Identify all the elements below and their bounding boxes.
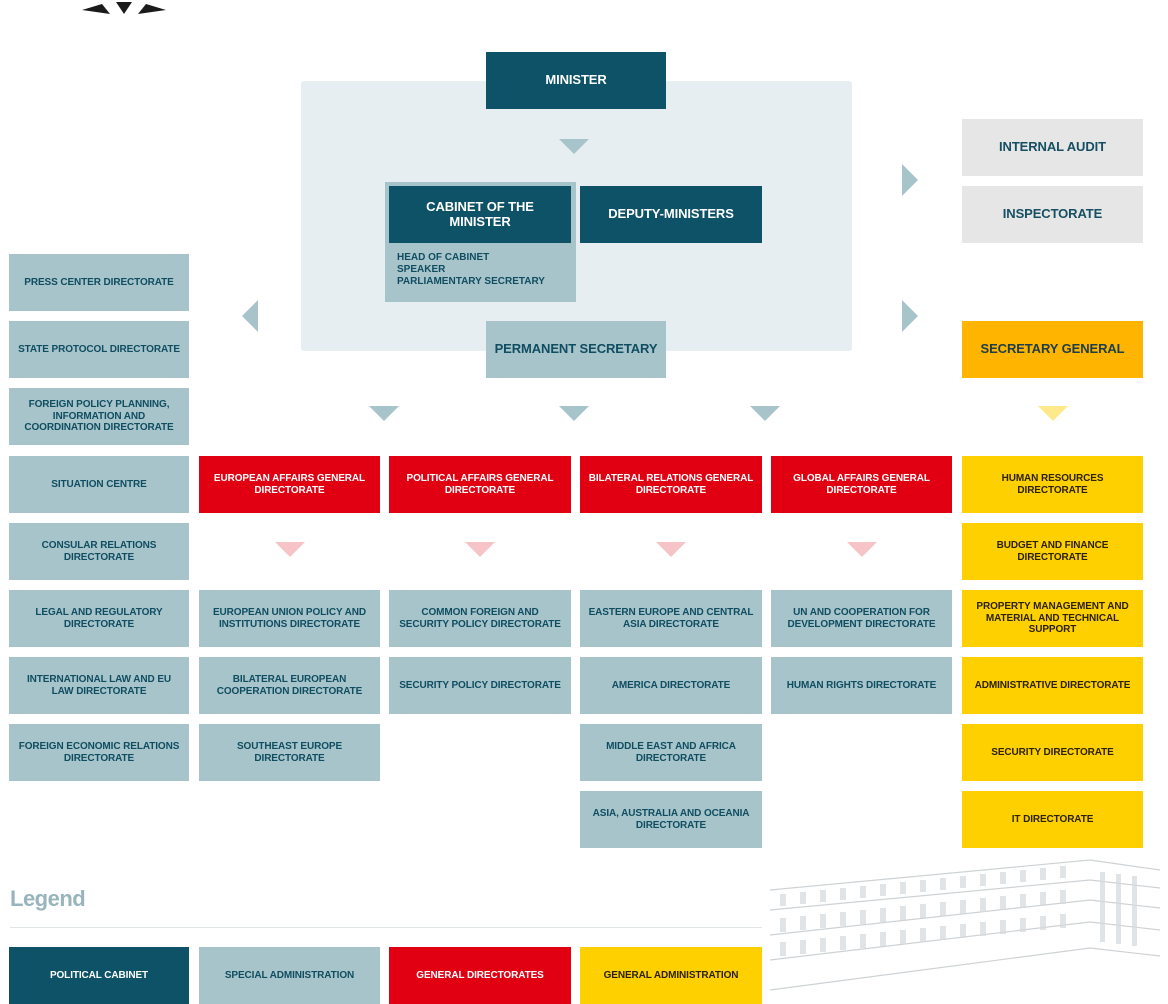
foreign-economic-relations-directorate[interactable]: FOREIGN ECONOMIC RELATIONS DIRECTORATE [9,724,189,781]
deputy-ministers-box[interactable]: DEPUTY-MINISTERS [580,186,762,243]
international-law-directorate[interactable]: INTERNATIONAL LAW AND EU LAW DIRECTORATE [9,657,189,714]
arrow-down-icon [559,139,589,154]
arrow-down-icon [847,542,877,557]
common-foreign-security-policy-directorate[interactable]: COMMON FOREIGN AND SECURITY POLICY DIREC… [389,590,571,647]
legend-title: Legend [10,886,86,911]
arrow-down-icon [750,406,780,421]
situation-centre[interactable]: SITUATION CENTRE [9,456,189,513]
human-rights-directorate[interactable]: HUMAN RIGHTS DIRECTORATE [771,657,952,714]
arrow-down-icon [656,542,686,557]
arrow-down-icon [465,542,495,557]
security-directorate[interactable]: SECURITY DIRECTORATE [962,724,1143,781]
legend-special-administration: SPECIAL ADMINISTRATION [199,947,380,1004]
southeast-europe-directorate[interactable]: SOUTHEAST EUROPE DIRECTORATE [199,724,380,781]
cabinet-of-minister-box[interactable]: CABINET OF THE MINISTER [389,186,571,243]
political-affairs-general-directorate[interactable]: POLITICAL AFFAIRS GENERAL DIRECTORATE [389,456,571,513]
it-directorate[interactable]: IT DIRECTORATE [962,791,1143,848]
bilateral-relations-general-directorate[interactable]: BILATERAL RELATIONS GENERAL DIRECTORATE [580,456,762,513]
global-affairs-general-directorate[interactable]: GLOBAL AFFAIRS GENERAL DIRECTORATE [771,456,952,513]
permanent-secretary-box[interactable]: PERMANENT SECRETARY [486,321,666,378]
america-directorate[interactable]: AMERICA DIRECTORATE [580,657,762,714]
legal-regulatory-directorate[interactable]: LEGAL AND REGULATORY DIRECTORATE [9,590,189,647]
cabinet-role-parliamentary: PARLIAMENTARY SECRETARY [397,276,545,287]
european-affairs-general-directorate[interactable]: EUROPEAN AFFAIRS GENERAL DIRECTORATE [199,456,380,513]
budget-finance-directorate[interactable]: BUDGET AND FINANCE DIRECTORATE [962,523,1143,580]
legend-general-administration: GENERAL ADMINISTRATION [580,947,762,1004]
un-cooperation-development-directorate[interactable]: UN AND COOPERATION FOR DEVELOPMENT DIREC… [771,590,952,647]
consular-relations-directorate[interactable]: CONSULAR RELATIONS DIRECTORATE [9,523,189,580]
arrow-down-icon [1038,406,1068,421]
arrow-down-icon [369,406,399,421]
inspectorate-box[interactable]: INSPECTORATE [962,186,1143,243]
press-center-directorate[interactable]: PRESS CENTER DIRECTORATE [9,254,189,311]
emblem-icon [82,2,166,14]
legend-general-directorates: GENERAL DIRECTORATES [389,947,571,1004]
bilateral-european-cooperation-directorate[interactable]: BILATERAL EUROPEAN COOPERATION DIRECTORA… [199,657,380,714]
secretary-general-box[interactable]: SECRETARY GENERAL [962,321,1143,378]
administrative-directorate[interactable]: ADMINISTRATIVE DIRECTORATE [962,657,1143,714]
minister-box[interactable]: MINISTER [486,52,666,109]
arrow-down-icon [559,406,589,421]
building-illustration [769,859,1161,991]
security-policy-directorate[interactable]: SECURITY POLICY DIRECTORATE [389,657,571,714]
eu-policy-institutions-directorate[interactable]: EUROPEAN UNION POLICY AND INSTITUTIONS D… [199,590,380,647]
cabinet-role-head: HEAD OF CABINET [397,252,490,263]
legend-political-cabinet: POLITICAL CABINET [9,947,189,1004]
property-management-directorate[interactable]: PROPERTY MANAGEMENT AND MATERIAL AND TEC… [962,590,1143,647]
state-protocol-directorate[interactable]: STATE PROTOCOL DIRECTORATE [9,321,189,378]
arrow-right-icon [902,300,918,332]
asia-australia-oceania-directorate[interactable]: ASIA, AUSTRALIA AND OCEANIA DIRECTORATE [580,791,762,848]
legend-divider [10,927,762,928]
eastern-europe-central-asia-directorate[interactable]: EASTERN EUROPE AND CENTRAL ASIA DIRECTOR… [580,590,762,647]
arrow-down-icon [275,542,305,557]
middle-east-africa-directorate[interactable]: MIDDLE EAST AND AFRICA DIRECTORATE [580,724,762,781]
foreign-policy-planning-directorate[interactable]: FOREIGN POLICY PLANNING, INFORMATION AND… [9,388,189,445]
arrow-right-icon [902,164,918,196]
internal-audit-box[interactable]: INTERNAL AUDIT [962,119,1143,176]
cabinet-role-speaker: SPEAKER [397,264,446,275]
human-resources-directorate[interactable]: HUMAN RESOURCES DIRECTORATE [962,456,1143,513]
arrow-left-icon [242,300,258,332]
political-cabinet-panel [301,81,852,351]
